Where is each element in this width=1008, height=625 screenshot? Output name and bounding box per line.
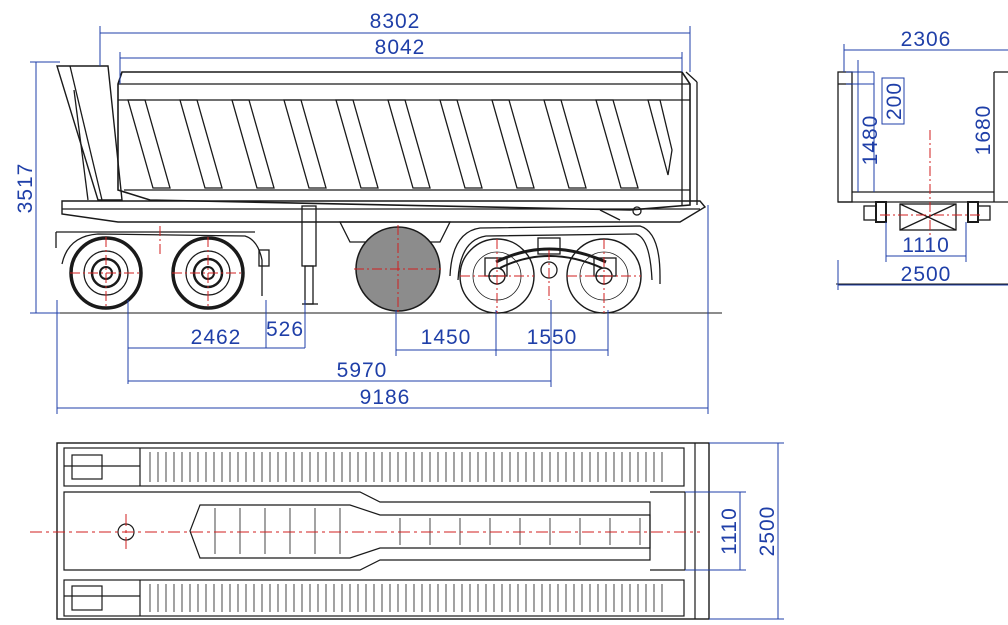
rear-centerline <box>880 130 980 250</box>
dim-rear-axle-2: 1550 <box>527 326 578 349</box>
dim-rear-overall-width: 2500 <box>901 263 952 286</box>
dim-body-inner-length: 8042 <box>375 36 426 59</box>
side-centerlines <box>70 225 641 313</box>
body-ribs <box>127 99 673 189</box>
dim-rear-axle-1: 1450 <box>421 326 472 349</box>
dim-rear-side-1480: 1480 <box>859 115 882 166</box>
dim-plan-frame-width: 1110 <box>718 507 741 555</box>
dim-overall-body-length: 8302 <box>370 10 421 33</box>
dim-rear-frame-width: 1110 <box>902 234 950 257</box>
rear-dimension-lines <box>837 44 1008 290</box>
plan-centerline <box>30 514 700 550</box>
dim-front-axle-spacing: 2462 <box>191 326 242 349</box>
plan-view <box>56 442 710 620</box>
dim-front-overhang: 526 <box>266 318 304 341</box>
dim-plan-overall-width: 2500 <box>756 506 779 557</box>
dim-rear-width-top: 2306 <box>901 28 952 51</box>
side-dimension-lines <box>30 26 709 414</box>
dim-overall-height: 3517 <box>14 163 37 214</box>
rear-view <box>836 71 1008 285</box>
dim-overall-length: 9186 <box>360 386 411 409</box>
side-view <box>36 65 722 314</box>
dim-wheelbase: 5970 <box>337 359 388 382</box>
dim-rear-side-200: 200 <box>883 82 906 120</box>
plan-dimension-lines <box>685 442 784 620</box>
dim-rear-side-1680: 1680 <box>972 105 995 156</box>
